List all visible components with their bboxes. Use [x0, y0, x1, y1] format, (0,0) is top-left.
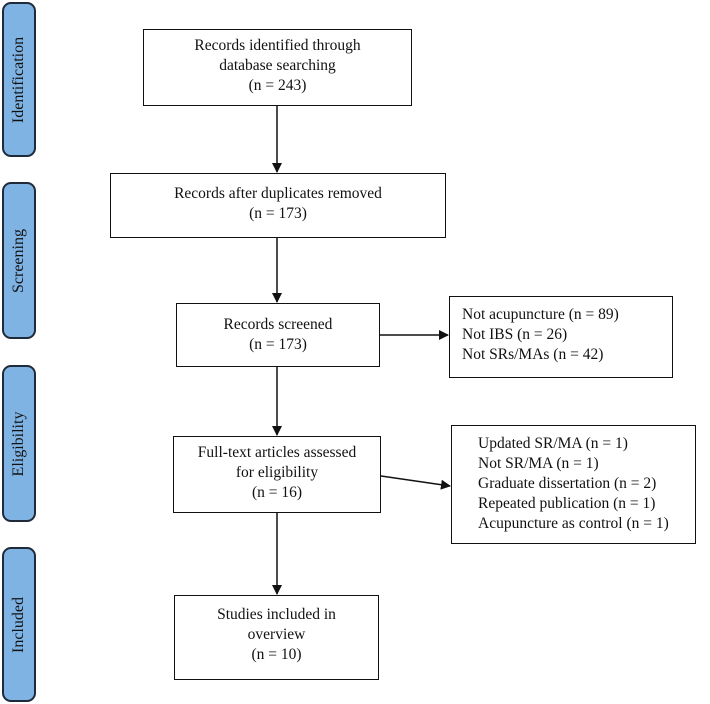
stage-eligibility: Eligibility [2, 365, 36, 522]
stage-label-eligibility: Eligibility [10, 411, 27, 476]
studies-included-box: Studies included in overview (n = 10) [174, 595, 379, 680]
exclusion-line: Not SR/MA (n = 1) [478, 455, 599, 472]
stage-label-identification: Identification [10, 36, 27, 123]
eligibility-exclusions-box: Updated SR/MA (n = 1) Not SR/MA (n = 1) … [451, 425, 696, 544]
box-line: (n = 173) [249, 336, 307, 353]
box-line: Records identified through [194, 37, 361, 54]
exclusion-line: Acupuncture as control (n = 1) [478, 515, 669, 532]
exclusion-line: Repeated publication (n = 1) [478, 495, 656, 512]
screening-exclusions-box: Not acupuncture (n = 89) Not IBS (n = 26… [449, 296, 673, 378]
box-line: (n = 10) [251, 646, 302, 663]
exclusion-line: Not SRs/MAs (n = 42) [462, 346, 604, 363]
stage-screening: Screening [2, 182, 36, 339]
exclusion-line: Graduate dissertation (n = 2) [478, 475, 657, 492]
records-screened-box: Records screened (n = 173) [176, 303, 380, 367]
stage-label-screening: Screening [10, 228, 27, 293]
exclusion-line: Not IBS (n = 26) [462, 326, 568, 343]
box-line: (n = 243) [248, 77, 307, 94]
box-line: database searching [219, 57, 336, 74]
records-after-duplicates-box: Records after duplicates removed (n = 17… [110, 173, 446, 238]
records-identified-box: Records identified through database sear… [143, 29, 412, 106]
stage-label-included: Included [10, 596, 27, 653]
box-line: (n = 16) [251, 484, 303, 501]
box-line: (n = 173) [249, 205, 307, 222]
stage-identification: Identification [2, 2, 36, 157]
box-line: for eligibility [235, 464, 319, 481]
box-line: Full-text articles assessed [197, 444, 357, 461]
box-line: Studies included in [217, 606, 336, 623]
stage-included: Included [2, 547, 36, 702]
box-line: overview [247, 626, 306, 643]
box-line: Records after duplicates removed [174, 185, 382, 202]
exclusion-line: Updated SR/MA (n = 1) [478, 435, 628, 452]
fulltext-assessed-box: Full-text articles assessed for eligibil… [173, 436, 381, 513]
exclusion-line: Not acupuncture (n = 89) [462, 306, 619, 323]
box-line: Records screened [223, 316, 333, 333]
arrow-fulltext-to-exclusions [380, 475, 451, 490]
